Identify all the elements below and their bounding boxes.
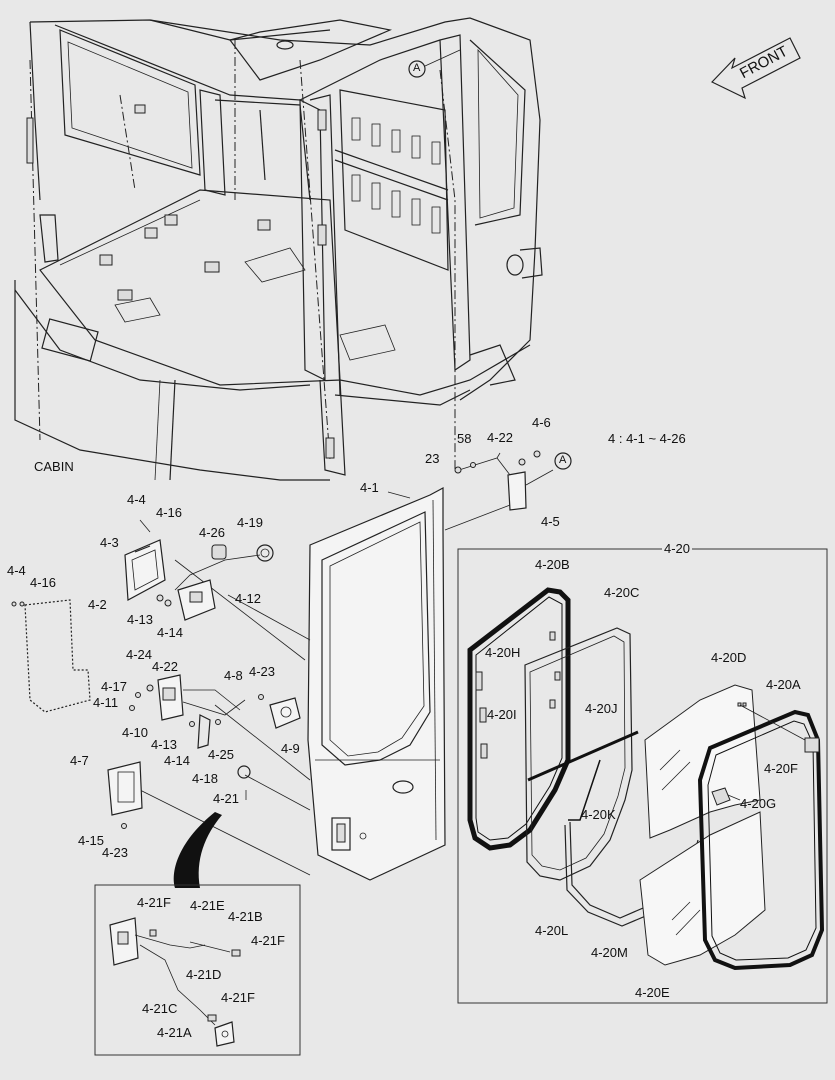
ref-a-top-label: A — [413, 62, 421, 74]
label-4-21B: 4-21B — [228, 909, 263, 924]
label-4-11: 4-11 — [93, 695, 119, 710]
range-label: 4 : 4-1 ~ 4-26 — [608, 431, 686, 446]
label-4-13-top: 4-13 — [127, 612, 154, 627]
label-4-20M: 4-20M — [591, 945, 628, 960]
label-4-4-left: 4-4 — [7, 563, 26, 578]
label-4-20L: 4-20L — [535, 923, 569, 938]
label-4-20G: 4-20G — [740, 796, 777, 811]
label-4-6: 4-6 — [532, 415, 551, 430]
detail-box-4-21 — [94, 884, 301, 1056]
label-4-20I: 4-20I — [487, 707, 517, 722]
part-4-26-4-19 — [211, 544, 274, 562]
ref-circle-a-right — [554, 452, 572, 470]
part-4-12 — [156, 554, 261, 621]
label-23: 23 — [425, 451, 440, 466]
label-4-9: 4-9 — [281, 741, 300, 756]
label-4-22-mid: 4-22 — [152, 659, 179, 674]
label-4-24: 4-24 — [126, 647, 153, 662]
label-4-20D: 4-20D — [711, 650, 747, 665]
label-4-23-bottom: 4-23 — [102, 845, 129, 860]
label-4-19: 4-19 — [237, 515, 264, 530]
label-4-13-mid: 4-13 — [151, 737, 178, 752]
glass-and-seals-4-20 — [467, 587, 825, 971]
detail-4-21-parts — [109, 917, 241, 1047]
label-4-2: 4-2 — [88, 597, 107, 612]
label-4-20: 4-20 — [662, 541, 693, 556]
label-4-22-top: 4-22 — [487, 430, 514, 445]
label-4-21C: 4-21C — [142, 1001, 178, 1016]
label-4-14-mid: 4-14 — [164, 753, 191, 768]
label-4-20A: 4-20A — [766, 677, 801, 692]
label-4-23-mid: 4-23 — [249, 664, 276, 679]
label-4-26: 4-26 — [199, 525, 226, 540]
label-4-21F-a: 4-21F — [137, 895, 171, 910]
label-4-21A: 4-21A — [157, 1025, 192, 1040]
part-4-2 — [11, 599, 91, 713]
box-4-20 — [457, 548, 828, 1004]
label-4-25: 4-25 — [208, 747, 235, 762]
label-4-21: 4-21 — [213, 791, 240, 806]
hinge-4-5 — [454, 450, 554, 511]
front-arrow — [710, 37, 801, 100]
label-4-20C: 4-20C — [604, 585, 640, 600]
leader-lines — [139, 491, 511, 876]
part-4-7 — [107, 761, 143, 829]
cabin-label: CABIN — [34, 459, 74, 474]
label-4-20K: 4-20K — [581, 807, 616, 822]
label-4-17: 4-17 — [101, 679, 128, 694]
label-4-3: 4-3 — [100, 535, 119, 550]
label-4-21F-c: 4-21F — [221, 990, 255, 1005]
label-4-20B: 4-20B — [535, 557, 570, 572]
part-4-10 — [129, 674, 251, 779]
label-4-12: 4-12 — [235, 591, 262, 606]
detail-pointer — [173, 812, 222, 888]
label-4-7: 4-7 — [70, 753, 89, 768]
label-4-21E: 4-21E — [190, 898, 225, 913]
label-4-20E: 4-20E — [635, 985, 670, 1000]
label-4-21D: 4-21D — [186, 967, 222, 982]
label-58: 58 — [457, 431, 472, 446]
label-4-10: 4-10 — [122, 725, 149, 740]
label-4-21F-b: 4-21F — [251, 933, 285, 948]
door-4-1 — [307, 486, 446, 881]
label-4-14-top: 4-14 — [157, 625, 184, 640]
label-4-20J: 4-20J — [585, 701, 618, 716]
label-4-15: 4-15 — [78, 833, 105, 848]
label-4-18: 4-18 — [192, 771, 219, 786]
ref-a-right-label: A — [559, 454, 567, 466]
cabin-frame — [14, 17, 543, 481]
label-4-16-top: 4-16 — [156, 505, 183, 520]
label-4-20F: 4-20F — [764, 761, 798, 776]
label-4-16-left: 4-16 — [30, 575, 57, 590]
label-4-1: 4-1 — [360, 480, 379, 495]
label-4-20H: 4-20H — [485, 645, 521, 660]
label-4-8: 4-8 — [224, 668, 243, 683]
ref-circle-a-top — [408, 60, 426, 78]
label-4-5: 4-5 — [541, 514, 560, 529]
label-4-4-top: 4-4 — [127, 492, 146, 507]
part-4-3 — [124, 539, 166, 601]
part-4-9 — [258, 694, 301, 729]
